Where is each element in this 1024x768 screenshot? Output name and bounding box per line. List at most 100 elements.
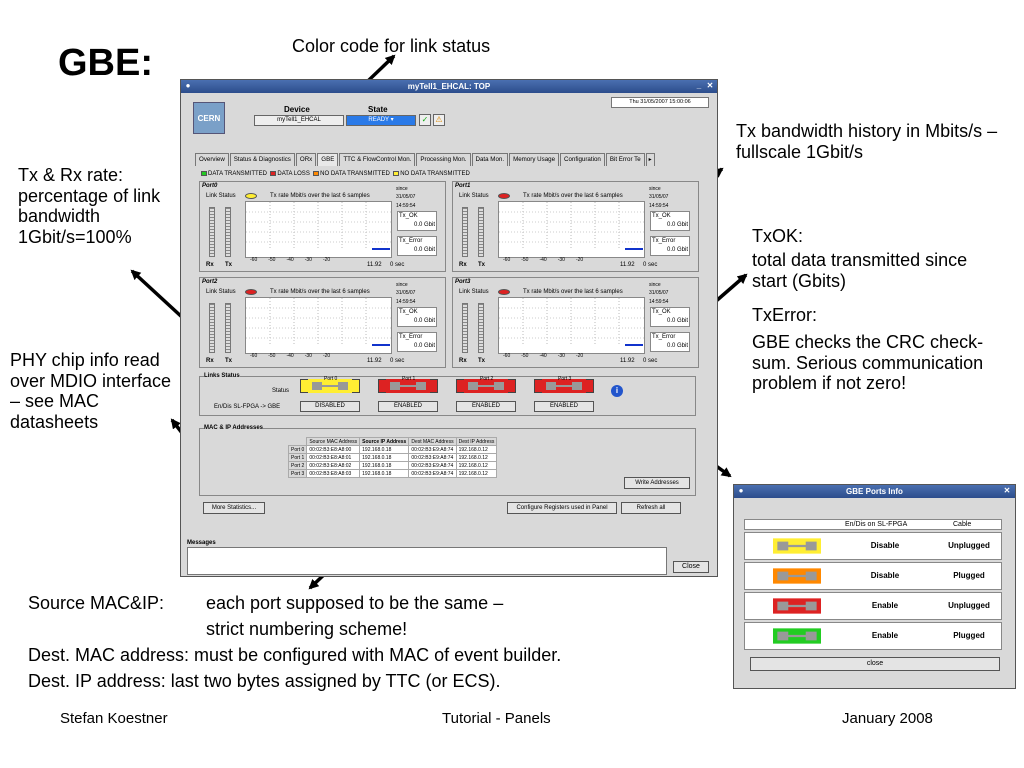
info-icon[interactable]: i (611, 385, 623, 397)
time-value: 11.92 (367, 262, 382, 268)
popup-close-icon[interactable]: ✕ (1003, 486, 1011, 495)
device-label: Device (284, 105, 310, 114)
popup-close-button[interactable]: close (750, 657, 1000, 671)
more-statistics-button[interactable]: More Statistics... (203, 502, 265, 514)
link-port-toggle-button[interactable]: ENABLED (456, 401, 516, 412)
link-status-led (245, 193, 257, 199)
tab-configuration[interactable]: Configuration (560, 153, 605, 166)
cern-logo: CERN (193, 102, 225, 134)
since-time: 14:59:54 (649, 299, 669, 305)
popup-endis-value: Enable (871, 631, 899, 640)
mac-ip-panel: MAC & IP Addresses Source MAC Address So… (199, 425, 696, 496)
close-button[interactable]: Close (673, 561, 709, 573)
tab-status-diagnostics[interactable]: Status & Diagnostics (229, 153, 295, 166)
configure-registers-button[interactable]: Configure Registers used in Panel (507, 502, 617, 514)
footer-date: January 2008 (842, 710, 933, 727)
warning-icon[interactable]: ⚠ (433, 114, 445, 126)
messages-area[interactable] (187, 547, 667, 575)
state-field[interactable]: READY ▾ (346, 115, 416, 126)
x-axis-ticks: -60-50-40-30-20 (250, 257, 390, 264)
table-cell[interactable]: 00:02:B3:E8:A8:03 (306, 469, 361, 478)
tab-scroll-right-icon[interactable]: ▸ (645, 153, 655, 166)
link-port-indicator[interactable] (534, 379, 594, 393)
tab-data-mon[interactable]: Data Mon. (471, 153, 509, 166)
checkmark-icon[interactable]: ✓ (419, 114, 431, 126)
link-port-toggle-button[interactable]: DISABLED (300, 401, 360, 412)
tx-ok-label: Tx_OK (652, 213, 671, 219)
refresh-all-button[interactable]: Refresh all (621, 502, 681, 514)
port-shape-icon (773, 568, 821, 584)
table-cell[interactable]: 00:02:B3:E9:A8:74 (408, 453, 457, 462)
link-status-led (498, 193, 510, 199)
messages-label: Messages (187, 540, 216, 546)
table-cell[interactable]: 192.168.0.18 (359, 461, 410, 470)
table-cell[interactable]: 192.168.0.18 (359, 469, 410, 478)
tab-gbe[interactable]: GBE (317, 153, 339, 166)
tx-label: Tx (478, 358, 486, 364)
tab-memory[interactable]: Memory Usage (509, 153, 560, 166)
since-date: 31/05/07 (396, 194, 416, 200)
table-cell[interactable]: 192.168.0.18 (359, 453, 410, 462)
tab-overview[interactable]: Overview (195, 153, 229, 166)
popup-cable-value: Unplugged (948, 601, 990, 610)
rx-label: Rx (206, 358, 214, 364)
window-title: myTell1_EHCAL: TOP (407, 82, 491, 91)
table-cell: Port 3 (287, 469, 308, 478)
close-icon[interactable]: ✕ (706, 81, 714, 90)
app-window: myTell1_EHCAL: TOP ● _ ✕ CERN Device myT… (180, 79, 718, 577)
rx-rate-bar (209, 303, 215, 353)
links-status-panel: Links Status Status En/Dis SL-FPGA -> GB… (199, 373, 696, 416)
table-cell[interactable]: 00:02:B3:E9:A8:74 (408, 461, 457, 470)
table-cell[interactable]: 192.168.0.12 (455, 469, 498, 478)
x-tick: -20 (322, 353, 331, 359)
popup-cable-value: Unplugged (948, 541, 990, 550)
table-cell[interactable]: 192.168.0.18 (359, 445, 410, 454)
link-port-indicator[interactable] (456, 379, 516, 393)
device-field[interactable]: myTell1_EHCAL (254, 115, 344, 126)
popup-menu-icon[interactable]: ● (738, 486, 744, 495)
link-port-indicator[interactable] (300, 379, 360, 393)
zero-sec-label: 0 sec (390, 262, 405, 268)
tab-ttc-flowcontrol[interactable]: TTC & FlowControl Mon. (339, 153, 416, 166)
plot-grid (246, 202, 391, 250)
annotation-txerror-title: TxError: (752, 305, 817, 325)
x-tick: -60 (250, 257, 258, 263)
table-cell[interactable]: 00:02:B3:E8:A8:00 (306, 445, 361, 454)
zero-sec-label: 0 sec (390, 358, 405, 364)
popup-endis-value: Disable (870, 541, 900, 550)
tab-orx[interactable]: ORx (295, 153, 317, 166)
zero-sec-label: 0 sec (643, 262, 658, 268)
legend-orange-swatch (313, 171, 320, 176)
minimize-icon[interactable]: _ (696, 81, 702, 90)
gbe-ports-info-dialog: GBE Ports Info ● ✕ En/Dis on SL-FPGA Cab… (733, 484, 1016, 689)
table-cell[interactable]: 00:02:B3:E9:A8:74 (408, 445, 457, 454)
plot-grid (246, 298, 391, 346)
tx-rate-plot (498, 201, 645, 258)
link-port-toggle-button[interactable]: ENABLED (378, 401, 438, 412)
annotation-tx-rx-rate: Tx & Rx rate: percentage of link bandwid… (18, 165, 161, 248)
table-cell: Port 2 (287, 461, 308, 470)
tab-bit-error[interactable]: Bit Error Te (605, 153, 645, 166)
table-cell[interactable]: 00:02:B3:E9:A8:74 (408, 469, 457, 478)
link-port-toggle-button[interactable]: ENABLED (534, 401, 594, 412)
annotation-txerror-body: GBE checks the CRC check-sum. Serious co… (752, 332, 984, 394)
x-axis-ticks: -60-50-40-30-20 (503, 353, 643, 360)
table-cell[interactable]: 00:02:B3:E8:A8:01 (306, 453, 361, 462)
tab-processing[interactable]: Processing Mon. (416, 153, 471, 166)
link-port-indicator[interactable] (378, 379, 438, 393)
table-cell[interactable]: 192.168.0.12 (455, 445, 498, 454)
annotation-source-label: Source MAC&IP: (28, 593, 165, 613)
window-menu-icon[interactable]: ● (185, 81, 191, 90)
table-cell[interactable]: 00:02:B3:E8:A8:02 (306, 461, 361, 470)
write-addresses-button[interactable]: Write Addresses (624, 477, 690, 489)
table-cell[interactable]: 192.168.0.12 (455, 461, 498, 470)
tx-ok-value: 0.0 Gbit (666, 318, 688, 324)
table-cell[interactable]: 192.168.0.12 (455, 453, 498, 462)
x-tick: -50 (521, 257, 529, 263)
plot-title: Tx rate Mbit/s over the last 6 samples (270, 193, 370, 200)
link-status-label: Link Status (206, 193, 236, 199)
x-tick: -50 (521, 353, 529, 359)
